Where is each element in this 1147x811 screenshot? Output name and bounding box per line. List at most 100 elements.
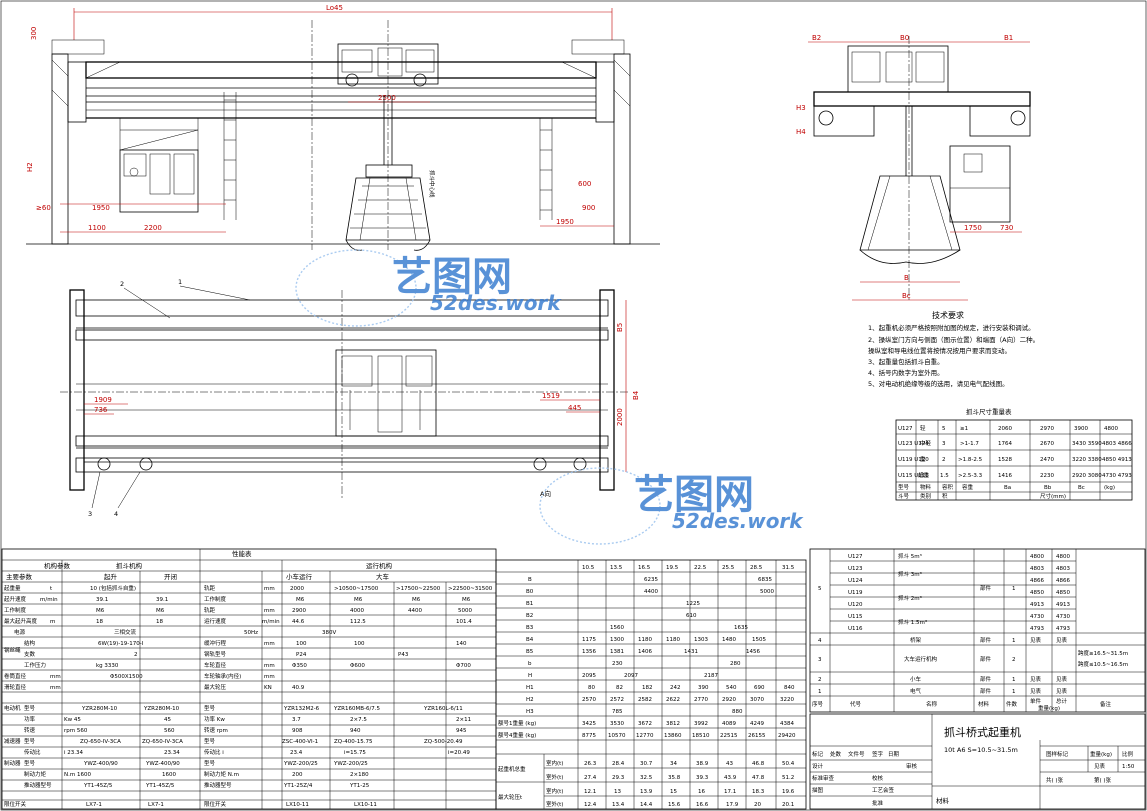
svg-text:1560: 1560 (610, 625, 624, 631)
svg-text:2900: 2900 (292, 608, 306, 614)
side-label-b0: B0 (900, 34, 909, 42)
svg-text:785: 785 (612, 709, 623, 715)
side-label-h3: H3 (796, 104, 806, 112)
svg-text:2670: 2670 (1040, 441, 1054, 447)
front-elevation: Lo45 300 2500 (26, 4, 660, 251)
dim-right-900: 900 (582, 204, 595, 212)
svg-text:>1.8-2.5: >1.8-2.5 (958, 457, 983, 463)
svg-text:43.9: 43.9 (724, 775, 737, 781)
svg-text:型号: 型号 (204, 737, 216, 745)
svg-text:LX10-11: LX10-11 (286, 802, 309, 808)
perf-col-open: 开闭 (164, 573, 177, 581)
perf-col-lift: 起升 (104, 572, 118, 581)
svg-text:4850: 4850 (1056, 590, 1070, 596)
svg-text:型号: 型号 (24, 759, 36, 767)
svg-text:13860: 13860 (664, 733, 682, 739)
svg-text:t: t (50, 586, 53, 592)
svg-text:4249: 4249 (750, 721, 764, 727)
svg-text:室外(t): 室外(t) (546, 800, 563, 808)
svg-text:mm: mm (264, 674, 275, 680)
svg-text:182: 182 (642, 685, 653, 691)
svg-text:>10500~17500: >10500~17500 (334, 586, 379, 592)
dim-row-h: H 2095 2097 2187 (528, 673, 718, 679)
svg-text:mm: mm (264, 663, 275, 669)
svg-text:3220 3380: 3220 3380 (1072, 457, 1102, 463)
svg-text:1431: 1431 (684, 649, 698, 655)
svg-text:4803: 4803 (1056, 566, 1070, 572)
weight-label: 重量(kg) (1090, 750, 1112, 758)
svg-text:20: 20 (754, 802, 761, 808)
svg-text:YZR132M2-6: YZR132M2-6 (283, 706, 320, 712)
svg-text:工艺会签: 工艺会签 (872, 786, 895, 794)
svg-text:型号: 型号 (204, 704, 216, 712)
svg-text:5: 5 (942, 426, 946, 432)
svg-text:型号: 型号 (898, 483, 910, 491)
svg-text:mm: mm (264, 641, 275, 647)
svg-text:ZQ-400-15.75: ZQ-400-15.75 (334, 739, 373, 745)
svg-text:1505: 1505 (752, 637, 766, 643)
plan-view: 2 1 3 4 1909 736 1519 445 2000 B5 B4 A向 (60, 278, 640, 518)
bom-row-8: 3 大车运行机构 部件 2 跨度≥16.5~31.5m 跨度≤10.5~16.5… (818, 649, 1128, 668)
drawing-subtitle: 10t A6 S=10.5~31.5m (944, 746, 1018, 754)
svg-text:YZR160L-6/11: YZR160L-6/11 (423, 706, 463, 712)
svg-text:P24: P24 (296, 652, 307, 658)
hook-range-label: 300 (30, 27, 38, 40)
svg-text:mm: mm (264, 586, 275, 592)
svg-text:B4: B4 (526, 637, 534, 643)
trolley-gauge-label: 2500 (378, 94, 396, 102)
dim-right-1950: 1950 (556, 218, 574, 226)
perf-mech-title: 机构参数 (44, 561, 71, 570)
dim-row-h1: H1 80 82 182 242 390 540 690 840 (526, 685, 795, 691)
svg-text:N.m 1600: N.m 1600 (64, 772, 91, 778)
svg-text:B1: B1 (526, 601, 533, 607)
svg-text:支数: 支数 (24, 650, 36, 658)
side-view: B2 B0 B1 H3 H4 1750 730 B Bc (796, 34, 1031, 301)
svg-text:2: 2 (1012, 657, 1016, 663)
svg-text:22515: 22515 (720, 733, 738, 739)
grab-row-2: U119 U120 重 2 >1.8-2.5 1528 2470 3220 33… (898, 455, 1132, 463)
svg-text:4913: 4913 (1030, 602, 1044, 608)
svg-text:B3: B3 (526, 625, 534, 631)
perf-row-2: 工作制度 M6 M6 轨距 mm 2900 4000 4400 5000 (4, 606, 472, 614)
svg-text:1406: 1406 (638, 649, 652, 655)
side-label-h4: H4 (796, 128, 806, 136)
perf-title: 性能表 (232, 549, 252, 558)
svg-text:材料: 材料 (978, 700, 990, 708)
svg-text:部件: 部件 (980, 675, 992, 683)
perf-row-4: 电源 三相交流 50Hz 380V (14, 628, 336, 636)
svg-text:2095: 2095 (582, 673, 596, 679)
svg-text:200: 200 (292, 772, 303, 778)
svg-text:2920: 2920 (722, 697, 736, 703)
svg-text:82: 82 (616, 685, 623, 691)
svg-text:M6: M6 (296, 597, 305, 603)
bom-row-4: U120 4913 4913 (848, 602, 1070, 608)
svg-text:2060: 2060 (998, 426, 1012, 432)
svg-text:43: 43 (726, 761, 733, 767)
svg-text:32.5: 32.5 (640, 775, 653, 781)
bom-header: 序号 代号 名称 材料 件数 单件 总计 重量(kg) 备注 (812, 697, 1112, 712)
svg-text:4730 4793: 4730 4793 (1102, 473, 1132, 479)
bom-row-10: 1 电气 部件 1 见表 见表 (818, 687, 1068, 695)
svg-text:4913: 4913 (1056, 602, 1070, 608)
svg-text:YT1-25: YT1-25 (349, 783, 370, 789)
svg-text:>1-1.7: >1-1.7 (960, 441, 979, 447)
svg-text:型号: 型号 (24, 737, 36, 745)
svg-text:13.4: 13.4 (612, 802, 625, 808)
svg-text:16.5: 16.5 (638, 565, 651, 571)
watermark: 艺图网 52des.work 艺图网 52des.work (295, 249, 804, 545)
svg-text:6835: 6835 (758, 577, 772, 583)
dim-spans-header: 10.5 13.5 16.5 19.5 22.5 25.5 28.5 31.5 (582, 565, 795, 571)
motor-row-2: 转速 rpm 560 560 转速 rpm 908 940 945 (24, 726, 467, 734)
svg-text:YZR280M-10: YZR280M-10 (81, 706, 118, 712)
callout-2: 1 (178, 278, 182, 286)
perf-row-1: 起升速度 m/min 39.1 39.1 工作制度 M6 M6 M6 M6 (4, 595, 471, 603)
svg-text:传动比 i: 传动比 i (204, 748, 224, 756)
svg-text:小车: 小车 (910, 675, 922, 683)
perf-row-8: 卷筒直径 mm Φ500X1500 车轮轴承(内径) mm (4, 672, 275, 680)
svg-text:45: 45 (164, 717, 171, 723)
svg-text:M6: M6 (462, 597, 471, 603)
svg-text:3992: 3992 (694, 721, 708, 727)
dim-row-b: B 6235 6835 (528, 577, 772, 583)
svg-text:3672: 3672 (638, 721, 652, 727)
